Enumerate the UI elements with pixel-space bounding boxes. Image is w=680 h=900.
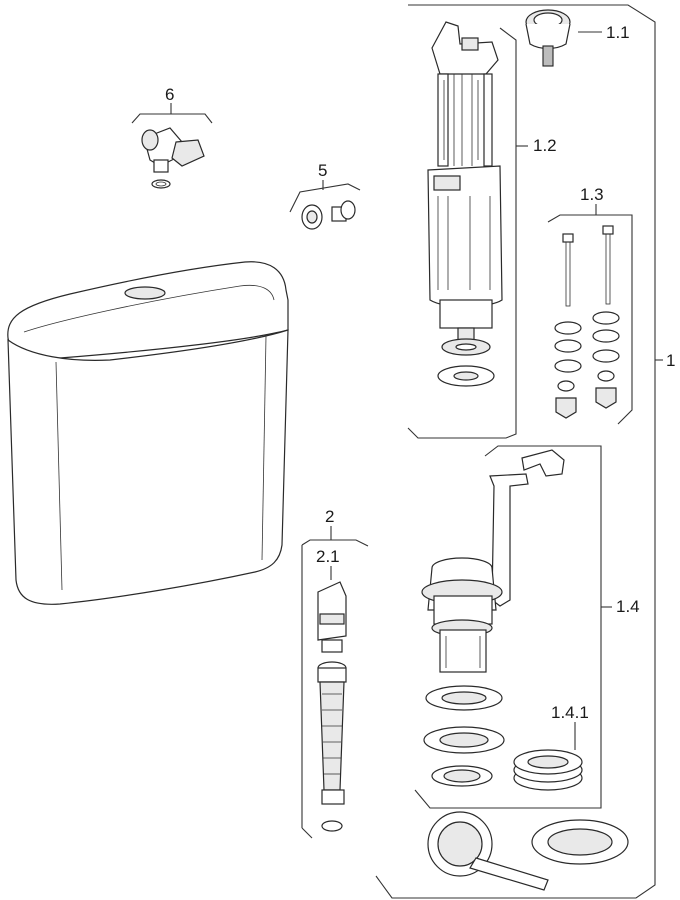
- gasket-set-part: [513, 749, 583, 791]
- bracket-lines: [131, 4, 663, 899]
- label-plug: 5: [318, 161, 327, 180]
- wrench-part: [427, 811, 629, 891]
- label-angle-valve: 6: [165, 85, 174, 104]
- angle-valve: [141, 127, 205, 189]
- label-inlet-hose: 2: [325, 507, 334, 526]
- label-gaskets: 1.4.1: [551, 703, 589, 722]
- flush-valve-part: [421, 449, 565, 787]
- push-button-part: [525, 9, 571, 67]
- cistern-tank: [7, 261, 289, 605]
- label-kit: 1: [666, 351, 675, 370]
- fill-valve-part: [427, 21, 503, 387]
- label-flush-valve: 1.4: [616, 597, 640, 616]
- inlet-hose-part: [317, 581, 347, 832]
- label-bolts: 1.3: [580, 185, 604, 204]
- label-push-button: 1.1: [606, 23, 630, 42]
- plug-part: [301, 200, 356, 230]
- bolt-set-part: [554, 225, 620, 419]
- label-hose-connector: 2.1: [316, 547, 340, 566]
- label-fill-valve: 1.2: [533, 136, 557, 155]
